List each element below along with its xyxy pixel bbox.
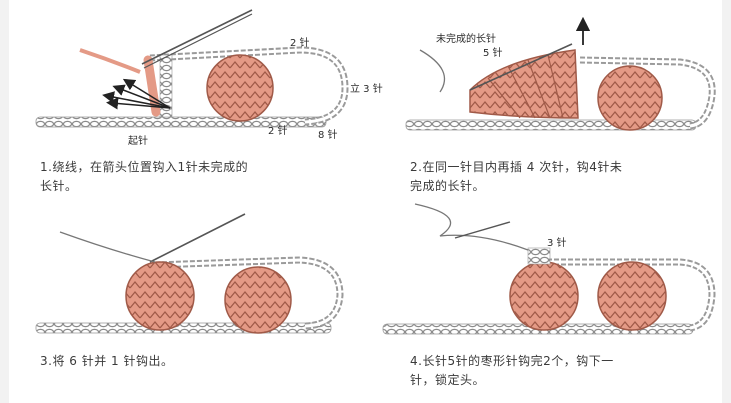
panel-1-label-stand-stitches: 立 3 针 [350,80,383,95]
panel-3-bobble-2 [225,267,291,333]
step-2-caption: 2.在同一针目内再插 4 次针，钩4针未 完成的长针。 [410,158,730,196]
panel-4-top-chain [528,248,550,264]
panel-1-label-base-chain: 起针 [128,132,148,147]
panel-2-label-unfinished: 未完成的长针 [436,30,496,45]
panel-4-bobble-1 [510,262,578,330]
panel-1-label-two-stitches: 2 针 [290,34,310,49]
panel-1-diagram [36,10,345,127]
panel-1-label-two-stitches-b: 2 针 [268,122,288,137]
panel-3-diagram [36,214,340,333]
panel-4-crochet-hook [455,222,510,238]
panel-1-bobble [207,55,273,121]
step-2-caption-line-2: 完成的长针。 [410,177,730,196]
step-1-caption-line-1: 1.绕线，在箭头位置钩入1针未完成的 [40,158,370,177]
panel-4-label-three-stitches: 3 针 [547,234,567,249]
panel-3-crochet-hook [150,214,245,262]
panel-2-yarn-tail [420,50,445,92]
panel-1-yarn-tail [80,50,140,72]
panel-2-bobble [598,66,662,130]
panel-1-label-eight-stitches: 8 针 [318,126,338,141]
step-1-caption: 1.绕线，在箭头位置钩入1针未完成的 长针。 [40,158,370,196]
panel-3-bobble-1 [126,262,194,330]
panel-4-diagram [383,204,712,334]
panel-3-base-chain [36,323,331,333]
step-2-caption-line-1: 2.在同一针目内再插 4 次针，钩4针未 [410,158,730,177]
step-3-caption-line-1: 3.将 6 针并 1 针钩出。 [40,352,370,371]
step-4-caption-line-2: 针，锁定头。 [410,371,730,390]
panel-2-unfinished-stitches [470,50,578,118]
step-4-caption-line-1: 4.长针5针的枣形针钩完2个，钩下一 [410,352,730,371]
step-3-caption: 3.将 6 针并 1 针钩出。 [40,352,370,371]
panel-4-bobble-2 [598,262,666,330]
step-1-caption-line-2: 长针。 [40,177,370,196]
panel-3-yarn-tail [60,232,155,262]
panel-2-label-five-stitches: 5 针 [483,44,503,59]
step-4-caption: 4.长针5针的枣形针钩完2个，钩下一 针，锁定头。 [410,352,730,390]
panel-4-yarn-tail [415,204,528,250]
